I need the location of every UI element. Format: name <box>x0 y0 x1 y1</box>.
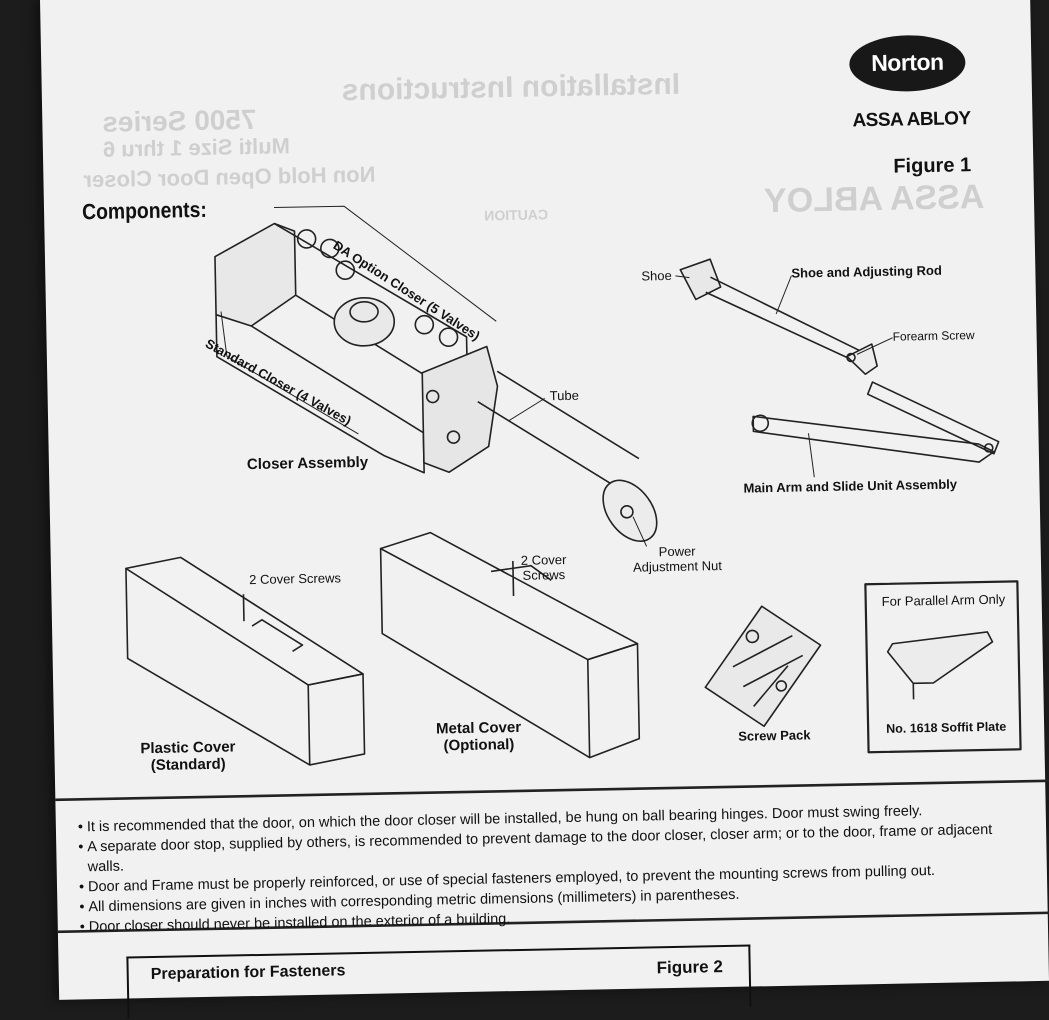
screw-pack-drawing <box>704 605 822 727</box>
metal-cover-screws-line1: 2 Cover <box>521 552 567 568</box>
bullet: • <box>79 877 88 897</box>
soffit-plate-label: No. 1618 Soffit Plate <box>886 720 1006 736</box>
plastic-cover-screws-label: 2 Cover Screws <box>249 570 341 587</box>
bullet: • <box>79 897 88 917</box>
plastic-cover-label: Plastic Cover (Standard) <box>140 738 236 774</box>
bullet: • <box>78 837 87 857</box>
bullet: • <box>78 817 87 837</box>
power-adjustment-nut-label: Power Adjustment Nut <box>633 543 722 575</box>
closer-assembly-label: Closer Assembly <box>247 454 368 473</box>
preparation-title: Preparation for Fasteners <box>151 962 346 984</box>
arm-assembly-drawing <box>680 254 999 468</box>
tube-label: Tube <box>550 388 579 404</box>
shoe-label: Shoe <box>641 268 672 284</box>
metal-cover-line1: Metal Cover <box>436 719 521 738</box>
plastic-cover-line1: Plastic Cover <box>140 738 235 757</box>
metal-cover-line2: (Optional) <box>436 736 521 755</box>
figure-1-illustration <box>40 0 1046 820</box>
figure-2-label: Figure 2 <box>657 957 723 978</box>
plastic-cover-line2: (Standard) <box>141 755 236 774</box>
preparation-box: Preparation for Fasteners <box>126 945 751 1019</box>
bullet: • <box>80 917 89 937</box>
power-adjustment-nut-line1: Power <box>633 543 722 560</box>
screw-pack-label: Screw Pack <box>738 727 811 743</box>
power-adjustment-nut-line2: Adjustment Nut <box>633 558 722 575</box>
metal-cover-screws-line2: Screws <box>521 567 567 583</box>
instruction-sheet: Installation Instructions 7500 Series Mu… <box>40 0 1049 1000</box>
shoe-and-adjusting-rod-label: Shoe and Adjusting Rod <box>791 263 942 281</box>
metal-cover-label: Metal Cover (Optional) <box>436 719 522 755</box>
metal-cover-screws-label: 2 Cover Screws <box>521 552 567 583</box>
forearm-screw-label: Forearm Screw <box>892 328 974 344</box>
plastic-cover-drawing <box>126 554 365 768</box>
parallel-arm-only-label: For Parallel Arm Only <box>882 592 1006 609</box>
installation-notes: •It is recommended that the door, on whi… <box>78 800 1000 938</box>
